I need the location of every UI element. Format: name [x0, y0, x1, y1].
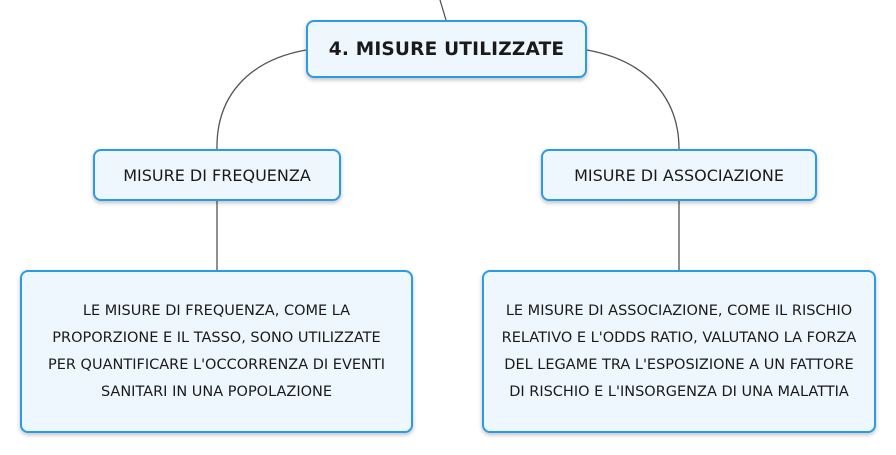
connector-root-to-frequenza [216, 49, 307, 150]
description-node-misure-di-frequenza[interactable]: LE MISURE DI FREQUENZA, COME LA PROPORZI… [20, 270, 413, 433]
description-node-misure-di-associazione[interactable]: LE MISURE DI ASSOCIAZIONE, COME IL RISCH… [482, 270, 876, 433]
topic-node-misure-di-associazione[interactable]: MISURE DI ASSOCIAZIONE [541, 149, 817, 201]
root-topic-node[interactable]: 4. MISURE UTILIZZATE [306, 20, 587, 78]
connector-parent-to-root [439, 0, 447, 21]
connector-root-to-associazione [586, 49, 680, 150]
topic-node-misure-di-frequenza[interactable]: MISURE DI FREQUENZA [93, 149, 341, 201]
